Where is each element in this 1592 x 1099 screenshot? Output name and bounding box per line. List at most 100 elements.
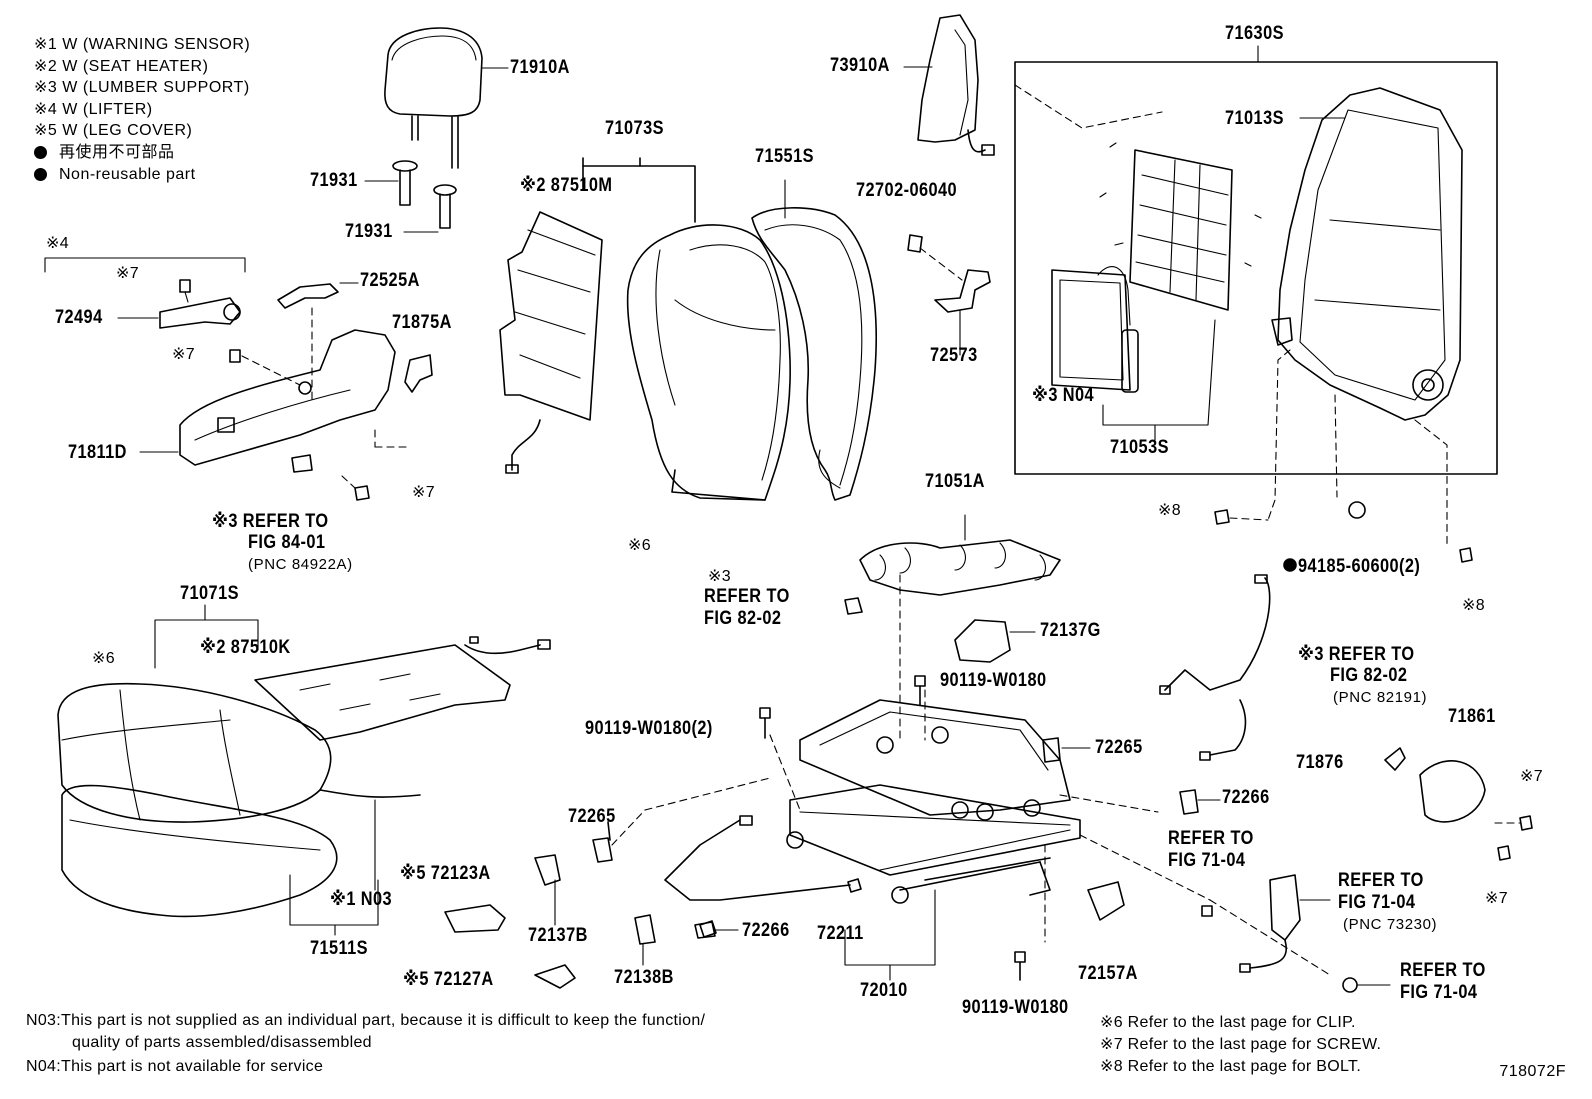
note-mark: ※8: [1462, 597, 1485, 614]
part-label[interactable]: 71630S: [1225, 23, 1284, 44]
part-label[interactable]: 71053S: [1110, 437, 1169, 458]
part-label[interactable]: 71931: [345, 221, 393, 242]
part-label[interactable]: ※2 87510K: [200, 637, 291, 658]
part-label[interactable]: 72010: [860, 980, 908, 1001]
footnote-clip: ※6 Refer to the last page for CLIP.: [1100, 1014, 1356, 1031]
legend-mark: ※4: [34, 100, 58, 118]
bullet-icon: [34, 146, 47, 160]
cushion-heater-drawing: [154, 604, 551, 741]
seatback-heater-drawing: [499, 157, 696, 474]
refer-label[interactable]: REFER TO: [1168, 828, 1254, 849]
part-label[interactable]: ※2 87510M: [520, 175, 613, 196]
part-label[interactable]: 72266: [742, 920, 790, 941]
seatback-pad-drawing: [751, 179, 877, 501]
note-mark: ※7: [1485, 890, 1508, 907]
note-mark: ※4: [46, 235, 69, 252]
small-parts-drawing: [444, 777, 771, 989]
part-label[interactable]: 71551S: [755, 146, 814, 167]
footnote-bolt: ※8 Refer to the last page for BOLT.: [1100, 1058, 1362, 1075]
part-label[interactable]: 72265: [1095, 737, 1143, 758]
part-label[interactable]: 71073S: [605, 118, 664, 139]
legend-text: Non-reusable part: [59, 165, 196, 183]
legend-text: W (LEG COVER): [62, 122, 193, 140]
part-label[interactable]: 90119-W0180(2): [585, 718, 713, 739]
legend-text: W (LIFTER): [62, 100, 153, 118]
legend-row-6: 再使用不可部品: [34, 142, 250, 164]
part-label[interactable]: 71071S: [180, 583, 239, 604]
figure-code: 718072F: [1499, 1063, 1566, 1080]
refer-label[interactable]: REFER TO: [1338, 870, 1424, 891]
part-label[interactable]: 72525A: [360, 270, 420, 291]
part-label[interactable]: 72266: [1222, 787, 1270, 808]
headrest-drawing: [384, 27, 509, 169]
legend-row-1: ※1 W (WARNING SENSOR): [34, 34, 250, 56]
part-label[interactable]: 72702-06040: [856, 180, 958, 201]
lifter-group-drawing: [44, 257, 359, 401]
seatback-cover-drawing: [626, 224, 791, 501]
legend-row-4: ※4 W (LIFTER): [34, 99, 250, 121]
bullet-icon: [34, 167, 47, 181]
part-label[interactable]: 72157A: [1078, 963, 1138, 984]
side-panel-drawing: [903, 14, 995, 156]
seat-track-drawing: [769, 574, 1331, 981]
legend-row-5: ※5 W (LEG COVER): [34, 120, 250, 142]
refer-label[interactable]: ※3 REFER TO: [212, 511, 329, 532]
legend-mark: ※2: [34, 57, 58, 75]
refer-label[interactable]: FIG 84-01: [248, 532, 326, 553]
part-label[interactable]: 73910A: [830, 55, 890, 76]
refer-label[interactable]: REFER TO: [704, 586, 790, 607]
legend-row-2: ※2 W (SEAT HEATER): [34, 56, 250, 78]
part-label[interactable]: ※5 72127A: [403, 969, 494, 990]
legend-text: W (SEAT HEATER): [62, 57, 209, 75]
headrest-guides-drawing: [364, 160, 457, 233]
part-label[interactable]: 71861: [1448, 706, 1496, 727]
note-mark: ※8: [1158, 502, 1181, 519]
legend-text: W (WARNING SENSOR): [62, 36, 251, 53]
part-label[interactable]: 72211: [817, 923, 864, 944]
part-label[interactable]: 94185-60600(2): [1298, 556, 1421, 577]
part-label[interactable]: 90119-W0180: [962, 997, 1069, 1018]
part-label[interactable]: 72573: [930, 345, 978, 366]
part-label[interactable]: 71811D: [68, 442, 127, 463]
legend-mark: ※5: [34, 122, 58, 140]
part-label[interactable]: 71875A: [392, 312, 452, 333]
non-reusable-dot: [1283, 558, 1297, 572]
part-label[interactable]: 71511S: [310, 938, 369, 959]
footnote-n04: N04:This part is not available for servi…: [26, 1058, 324, 1075]
part-label[interactable]: ※1 N03: [330, 889, 393, 910]
part-label[interactable]: 72137B: [528, 925, 588, 946]
part-label[interactable]: ※5 72123A: [400, 863, 491, 884]
refer-pnc: (PNC 73230): [1343, 916, 1438, 933]
part-label[interactable]: 72494: [55, 307, 103, 328]
refer-label[interactable]: FIG 82-02: [704, 608, 782, 629]
refer-label[interactable]: REFER TO: [1400, 960, 1486, 981]
part-label[interactable]: 71931: [310, 170, 358, 191]
legend: ※1 W (WARNING SENSOR) ※2 W (SEAT HEATER)…: [34, 34, 250, 185]
refer-label[interactable]: FIG 71-04: [1400, 982, 1478, 1003]
part-label[interactable]: 71051A: [925, 471, 985, 492]
part-label[interactable]: 71013S: [1225, 108, 1284, 129]
note-mark: ※7: [172, 346, 195, 363]
refer-label[interactable]: ※3 REFER TO: [1298, 644, 1415, 665]
refer-label[interactable]: FIG 82-02: [1330, 665, 1408, 686]
legend-text: 再使用不可部品: [59, 143, 175, 161]
right-parts-drawing: [1159, 501, 1533, 993]
part-label[interactable]: 71876: [1296, 752, 1344, 773]
refer-label[interactable]: FIG 71-04: [1338, 892, 1416, 913]
seatback-frame-box: [1014, 45, 1498, 475]
part-label[interactable]: 72265: [568, 806, 616, 827]
part-label[interactable]: 71910A: [510, 57, 570, 78]
refer-label[interactable]: FIG 71-04: [1168, 850, 1246, 871]
part-label[interactable]: 72137G: [1040, 620, 1101, 641]
spring-71051a-drawing: [844, 514, 1061, 663]
note-mark: ※6: [92, 650, 115, 667]
part-label[interactable]: 72138B: [614, 967, 674, 988]
part-label[interactable]: ※3 N04: [1032, 385, 1095, 406]
bolts-drawing: [694, 675, 1221, 981]
legend-row-3: ※3 W (LUMBER SUPPORT): [34, 77, 250, 99]
refer-pnc: (PNC 82191): [1333, 689, 1428, 706]
legend-mark: ※1: [34, 36, 58, 53]
cushion-pad-drawing: [61, 784, 421, 936]
part-label[interactable]: 90119-W0180: [940, 670, 1047, 691]
